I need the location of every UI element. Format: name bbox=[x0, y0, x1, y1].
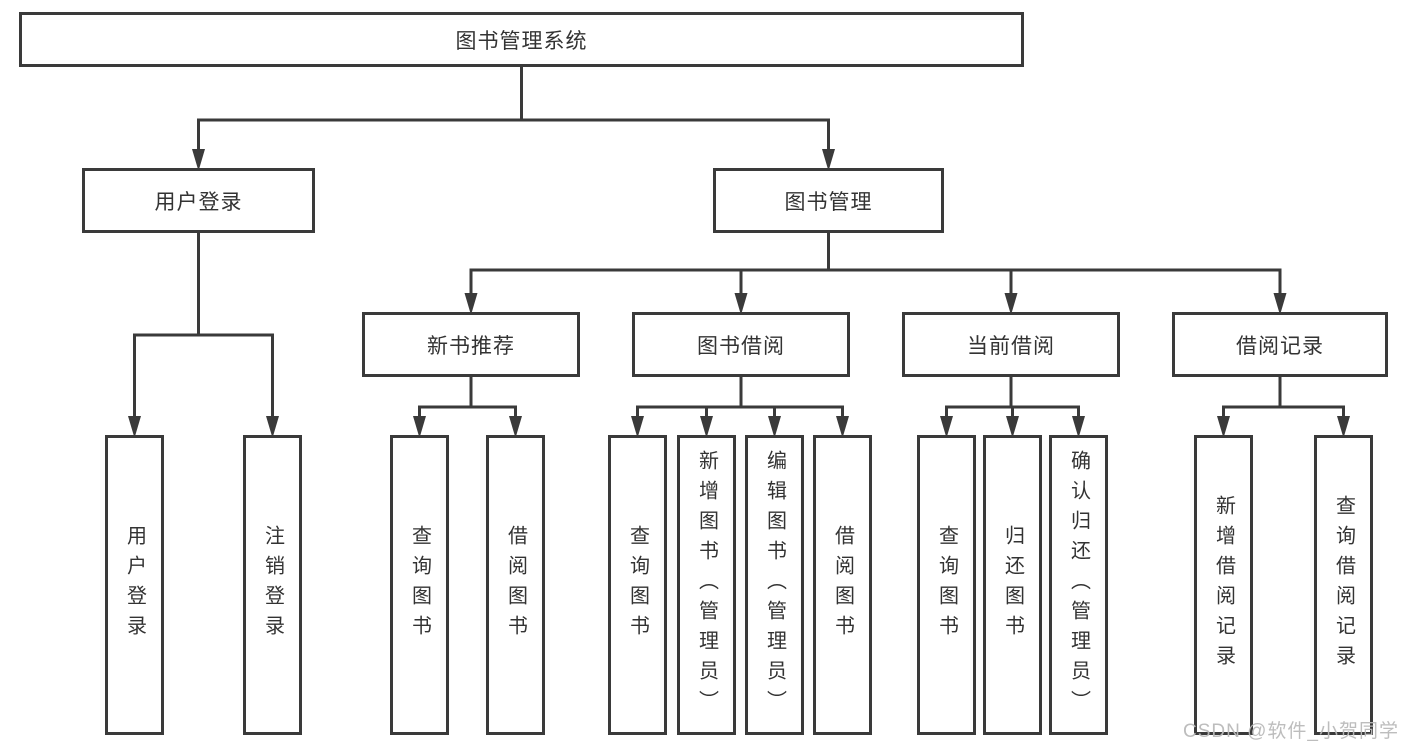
node-label: 借阅记录 bbox=[1236, 334, 1324, 358]
leaf-label: 注销登录 bbox=[261, 525, 284, 645]
node-user-login: 用户登录 bbox=[82, 168, 315, 233]
leaf-label: 查询借阅记录 bbox=[1332, 495, 1355, 675]
connector-book-borrowing-branch bbox=[636, 377, 844, 419]
connector-current-borrowing-branch bbox=[945, 377, 1080, 419]
node-label: 图书管理 bbox=[784, 190, 873, 214]
leaf-query-books-current: 查询图书 bbox=[917, 435, 976, 735]
leaf-label: 新增图书（管理员） bbox=[695, 450, 718, 720]
node-library-management-system: 图书管理系统 bbox=[19, 12, 1024, 67]
csdn-watermark: CSDN @软件_小贺同学 bbox=[1183, 721, 1399, 742]
leaf-logout: 注销登录 bbox=[243, 435, 302, 735]
connector-root-to-level2 bbox=[197, 67, 830, 152]
leaf-label: 编辑图书（管理员） bbox=[763, 450, 786, 720]
leaf-add-borrow-record: 新增借阅记录 bbox=[1194, 435, 1253, 735]
leaf-query-books-borrowing: 查询图书 bbox=[608, 435, 667, 735]
leaf-label: 归还图书 bbox=[1001, 525, 1024, 645]
node-borrowing-records: 借阅记录 bbox=[1172, 312, 1388, 377]
node-label: 图书借阅 bbox=[697, 334, 785, 358]
leaf-label: 查询图书 bbox=[626, 525, 649, 645]
connector-user-login-branch bbox=[133, 233, 274, 419]
leaf-add-books-admin: 新增图书（管理员） bbox=[677, 435, 736, 735]
leaf-label: 查询图书 bbox=[408, 525, 431, 645]
connector-book-management-branch bbox=[469, 233, 1282, 296]
leaf-label: 用户登录 bbox=[123, 525, 146, 645]
leaf-borrow-books-recommend: 借阅图书 bbox=[486, 435, 545, 735]
node-label: 用户登录 bbox=[154, 190, 243, 214]
leaf-label: 查询图书 bbox=[935, 525, 958, 645]
leaf-label: 借阅图书 bbox=[504, 525, 527, 645]
connector-new-book-branch bbox=[418, 377, 517, 419]
leaf-label: 新增借阅记录 bbox=[1212, 495, 1235, 675]
node-label: 图书管理系统 bbox=[455, 29, 588, 53]
node-current-borrowing: 当前借阅 bbox=[902, 312, 1120, 377]
leaf-return-books: 归还图书 bbox=[983, 435, 1042, 735]
node-new-book-recommendation: 新书推荐 bbox=[362, 312, 580, 377]
leaf-label: 确认归还（管理员） bbox=[1067, 450, 1090, 720]
node-label: 当前借阅 bbox=[967, 334, 1055, 358]
connector-borrowing-records-branch bbox=[1222, 377, 1345, 419]
node-book-management: 图书管理 bbox=[713, 168, 944, 233]
arrowheads bbox=[128, 149, 1350, 438]
leaf-edit-books-admin: 编辑图书（管理员） bbox=[745, 435, 804, 735]
leaf-confirm-return-admin: 确认归还（管理员） bbox=[1049, 435, 1108, 735]
leaf-user-login: 用户登录 bbox=[105, 435, 164, 735]
leaf-label: 借阅图书 bbox=[831, 525, 854, 645]
node-label: 新书推荐 bbox=[427, 334, 515, 358]
leaf-query-books-recommend: 查询图书 bbox=[390, 435, 449, 735]
node-book-borrowing: 图书借阅 bbox=[632, 312, 850, 377]
leaf-borrow-books: 借阅图书 bbox=[813, 435, 872, 735]
leaf-query-borrow-record: 查询借阅记录 bbox=[1314, 435, 1373, 735]
